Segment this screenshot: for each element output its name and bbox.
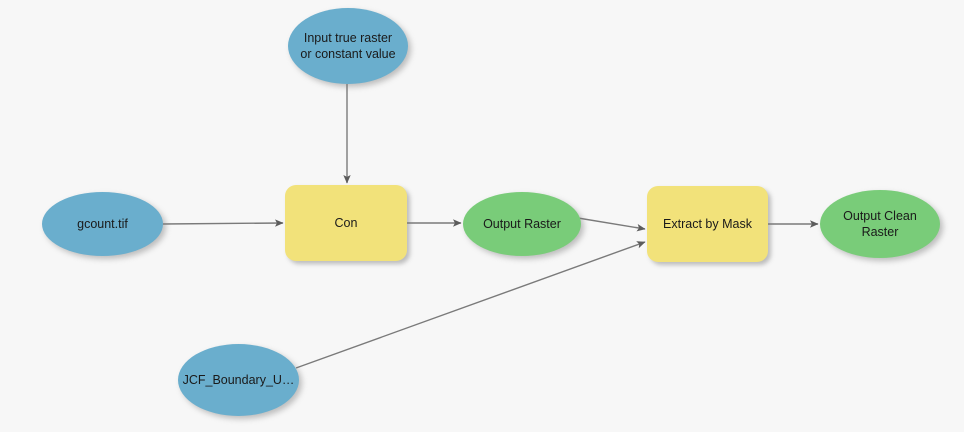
node-label: Input true raster or constant value xyxy=(300,30,396,62)
node-extract-by-mask-tool[interactable]: Extract by Mask xyxy=(647,186,768,262)
node-label: Output Raster xyxy=(483,216,561,231)
node-gcount-tif[interactable]: gcount.tif xyxy=(42,192,163,256)
node-jcf-boundary[interactable]: JCF_Boundary_U… xyxy=(178,344,299,416)
node-label: gcount.tif xyxy=(77,216,128,231)
node-input-true-raster[interactable]: Input true raster or constant value xyxy=(288,8,408,84)
node-con-tool[interactable]: Con xyxy=(285,185,407,261)
node-label: JCF_Boundary_U… xyxy=(182,372,295,387)
node-output-raster[interactable]: Output Raster xyxy=(463,192,581,256)
node-label: Output Clean Raster xyxy=(843,208,917,240)
connector-gcount-to-con xyxy=(162,219,284,227)
connector-output-raster-to-extract xyxy=(577,217,646,232)
node-label: Extract by Mask xyxy=(663,216,752,231)
node-label: Con xyxy=(334,215,358,230)
node-output-clean-raster[interactable]: Output Clean Raster xyxy=(820,190,940,258)
